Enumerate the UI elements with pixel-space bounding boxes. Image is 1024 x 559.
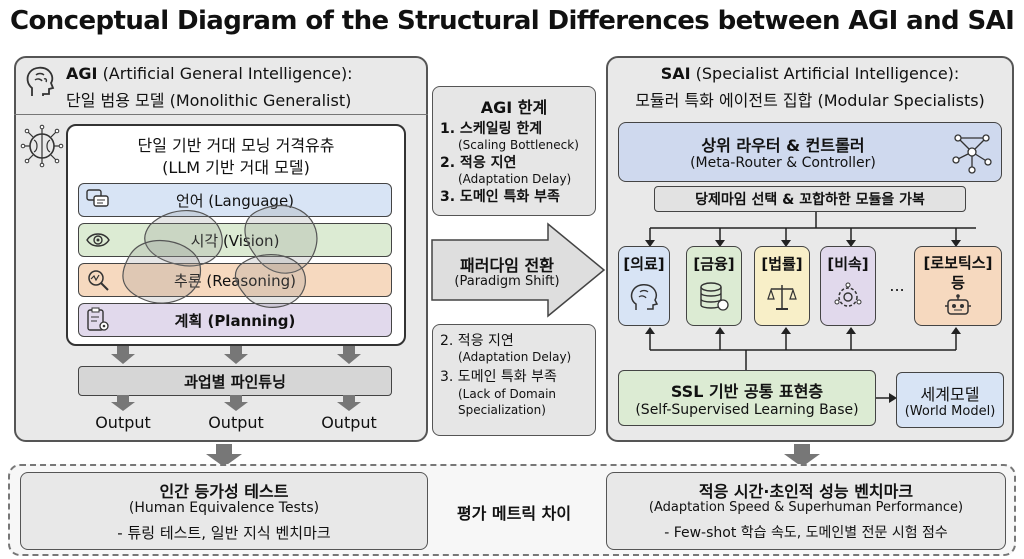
model-title-ko: 단일 기반 거대 모닝 거격유츄: [66, 132, 406, 156]
domain-label: [금융]: [687, 253, 741, 274]
eval-diff-label: 평가 메트릭 차이: [432, 500, 596, 524]
limit-sub: (Scaling Bottleneck): [458, 138, 596, 152]
limit-title: 2. 적응 지연: [440, 330, 596, 350]
agi-limits-list: 1. 스케일링 한계 (Scaling Bottleneck) 2. 적응 지연…: [440, 118, 596, 206]
output-label: Output: [88, 413, 158, 432]
sai-eval-sub: (Adaptation Speed & Superhuman Performan…: [606, 500, 1006, 515]
brain-icon: [628, 282, 660, 312]
agi-header-line2: 단일 범용 모델 (Monolithic Generalist): [66, 87, 426, 111]
page-title: Conceptual Diagram of the Structural Dif…: [10, 6, 1020, 36]
domain-label: [로보틱스] 등: [915, 253, 1001, 293]
overlap-blobs: [110, 195, 340, 325]
module-select-label: 당제마임 선택 & 꼬합하한 모듈을 가복: [695, 189, 925, 209]
limit-sub: (Adaptation Delay): [458, 350, 596, 364]
agi-eval-sub: (Human Equivalence Tests): [20, 500, 428, 516]
lower-limits-list: 2. 적응 지연 (Adaptation Delay) 3. 도메인 특화 부족…: [440, 330, 596, 418]
ssl-to-world-arrow: [876, 392, 898, 404]
router-title-ko: 상위 라우터 & 컨트롤러: [618, 132, 948, 156]
sai-ko-name: 모듈러 특화 에이전트 집합: [635, 91, 812, 110]
router-connectors: [606, 212, 1014, 248]
agi-header-divider: [14, 114, 428, 115]
limit-title: 3. 도메인 특화 부족: [440, 186, 596, 206]
agi-abbr: AGI: [66, 64, 97, 83]
agi-eval-title: 인간 등가성 테스트: [20, 478, 428, 502]
router-title-en: (Meta-Router & Controller): [618, 155, 948, 171]
paradigm-shift-en: (Paradigm Shift): [432, 274, 582, 289]
agi-en-name: (Monolithic Generalist): [170, 91, 352, 110]
paradigm-shift-ko: 패러다임 전환: [432, 252, 582, 276]
agi-ko-name: 단일 범용 모델: [66, 91, 165, 110]
domain-label: [법률]: [755, 253, 809, 274]
ssl-title-en: (Self-Supervised Learning Base): [618, 402, 876, 418]
domain-ellipsis: ...: [886, 276, 908, 295]
sai-eval-title: 적응 시간·초인적 성능 벤치마크: [606, 478, 1006, 502]
sai-eval-desc: - Few-shot 학습 속도, 도메인별 전문 시험 점수: [606, 522, 1006, 542]
ssl-title-ko: SSL 기반 공통 표현층: [618, 378, 876, 402]
database-coin-icon: [698, 282, 730, 312]
module-select-bar: 당제마임 선택 & 꼬합하한 모듈을 가복: [654, 186, 966, 212]
agi-header-icon: [22, 64, 58, 100]
sai-abbr: SAI: [661, 64, 691, 83]
output-arrows: [66, 394, 406, 414]
finetune-label: 과업별 파인튜닝: [184, 371, 286, 392]
sai-header-line1: SAI (Specialist Artificial Intelligence)…: [606, 64, 1014, 83]
limit-title: 1. 스케일링 한계: [440, 118, 596, 138]
ssl-connectors: [606, 326, 1014, 370]
limit-sub: (Lack of Domain Specialization): [458, 386, 588, 418]
model-down-arrows: [66, 344, 406, 368]
clipboard-gear-icon: [86, 307, 110, 333]
world-model-en: (World Model): [896, 404, 1004, 419]
limit-sub: (Adaptation Delay): [458, 172, 596, 186]
domain-label: [의료]: [619, 253, 669, 274]
output-label: Output: [314, 413, 384, 432]
magnifier-chart-icon: [86, 268, 110, 292]
scales-icon: [766, 282, 798, 312]
limit-title: 3. 도메인 특화 부족: [440, 366, 596, 386]
agi-header-line1: AGI (Artificial General Intelligence):: [66, 64, 426, 83]
speech-bubble-icon: [86, 189, 110, 211]
domain-label: [비속]: [821, 253, 875, 274]
agi-limits-title: AGI 한계: [432, 94, 596, 118]
robot-icon: [944, 294, 972, 320]
sai-en-name: (Modular Specialists): [817, 91, 984, 110]
output-label: Output: [201, 413, 271, 432]
sai-full-name: (Specialist Artificial Intelligence):: [696, 64, 960, 83]
model-title-en: (LLM 기반 거대 모델): [66, 154, 406, 178]
circuit-brain-icon: [20, 124, 64, 168]
eye-icon: [86, 231, 110, 249]
sai-header-line2: 모듈러 특화 에이전트 집합 (Modular Specialists): [606, 87, 1014, 111]
network-gear-icon: [832, 282, 864, 312]
world-model-ko: 세계모델: [896, 381, 1004, 405]
agi-eval-desc: - 튜링 테스트, 일반 지식 벤치마크: [20, 522, 428, 543]
agi-full-name: (Artificial General Intelligence):: [103, 64, 353, 83]
finetune-bar: 과업별 파인튜닝: [78, 366, 392, 396]
head-brain-icon: [22, 64, 58, 100]
limit-title: 2. 적응 지연: [440, 152, 596, 172]
network-nodes-icon: [950, 130, 994, 174]
